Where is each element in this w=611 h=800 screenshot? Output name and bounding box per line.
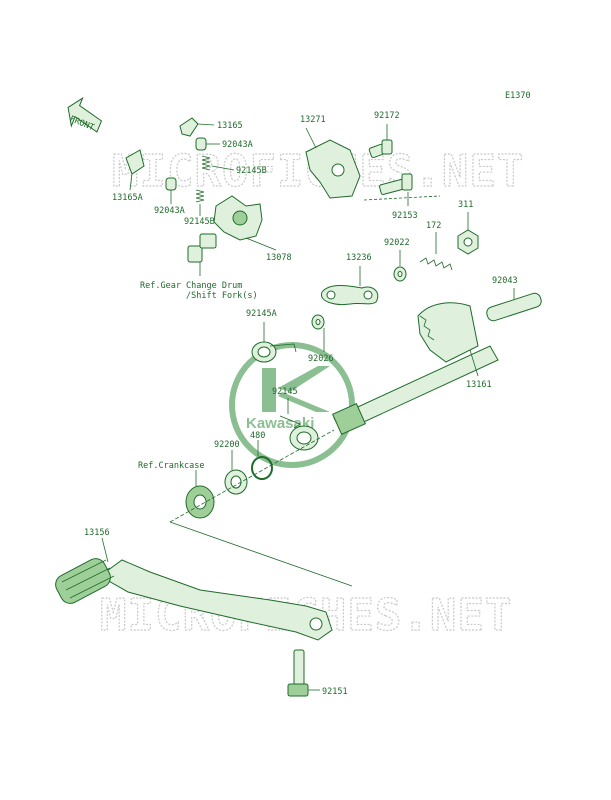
- part-92145A: 92145A: [246, 309, 297, 363]
- label-ref-crankcase: Ref.Crankcase: [138, 461, 205, 471]
- part-13156: 13156: [55, 528, 333, 641]
- part-13078: 13078: [213, 195, 292, 263]
- label-92145B-top: 92145B: [236, 166, 267, 176]
- label-13236: 13236: [346, 253, 372, 263]
- part-13236: 13236: [320, 253, 379, 305]
- label-480: 480: [250, 431, 265, 441]
- label-ref-gear-2: /Shift Fork(s): [186, 291, 258, 301]
- label-13078: 13078: [266, 253, 292, 263]
- label-92200: 92200: [214, 440, 240, 450]
- label-13165: 13165: [217, 121, 243, 131]
- label-92145B-low: 92145B: [184, 217, 215, 227]
- part-92043A-low: 92043A: [154, 177, 185, 216]
- label-92151: 92151: [322, 687, 348, 697]
- part-311: 311: [457, 200, 479, 255]
- kawasaki-logo: Kawasaki: [229, 342, 355, 468]
- label-ref-gear-1: Ref.Gear Change Drum: [140, 281, 242, 291]
- part-13161: 13161: [331, 302, 499, 435]
- label-311: 311: [458, 200, 473, 210]
- label-92145A: 92145A: [246, 309, 277, 319]
- part-92043A-top: 92043A: [195, 137, 253, 151]
- label-92026: 92026: [308, 354, 334, 364]
- front-arrow-icon: FRONT: [67, 96, 103, 133]
- part-13165: 13165: [179, 117, 243, 137]
- label-13271: 13271: [300, 115, 326, 125]
- part-ref-gear-bolt: Ref.Gear Change Drum /Shift Fork(s): [140, 233, 258, 301]
- part-172: 172: [419, 221, 453, 271]
- part-92043: 92043: [486, 276, 542, 322]
- part-92145B-low: 92145B: [184, 189, 215, 227]
- label-92043: 92043: [492, 276, 518, 286]
- label-13165A: 13165A: [112, 193, 143, 203]
- label-13161: 13161: [466, 380, 492, 390]
- label-13156: 13156: [84, 528, 110, 538]
- label-92153: 92153: [392, 211, 418, 221]
- label-92145: 92145: [272, 387, 298, 397]
- label-92022: 92022: [384, 238, 410, 248]
- part-92153: 92153: [363, 173, 441, 221]
- part-13165A: 13165A: [112, 149, 145, 203]
- label-92043A-low: 92043A: [154, 206, 185, 216]
- part-92200: 92200: [214, 440, 248, 495]
- part-92145: 92145: [272, 387, 319, 451]
- part-92022: 92022: [384, 238, 410, 282]
- part-92151: 92151: [287, 649, 348, 697]
- part-92172: 92172: [368, 111, 400, 159]
- label-92043A-top: 92043A: [222, 140, 253, 150]
- label-172: 172: [426, 221, 441, 231]
- part-480: 480: [250, 431, 273, 480]
- part-13271: 13271: [300, 115, 361, 199]
- part-92145B-top: 92145B: [201, 155, 267, 176]
- diagram-code: E1370: [505, 91, 531, 101]
- part-crankcase-seal: Ref.Crankcase: [138, 461, 215, 519]
- label-92172: 92172: [374, 111, 400, 121]
- part-92026: 92026: [308, 314, 334, 364]
